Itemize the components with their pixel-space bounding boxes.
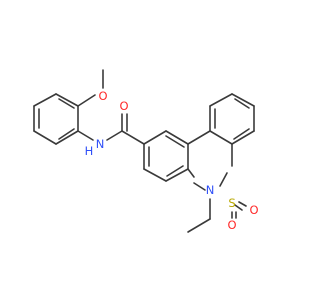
atom-labels: O O N H N S O O [85, 89, 259, 232]
bond [187, 130, 211, 145]
amide-nitrogen-label: N [96, 137, 105, 151]
bond [165, 130, 189, 145]
bond [58, 98, 75, 109]
bond [187, 218, 211, 233]
molecule-structure: O O N H N S O O [0, 0, 300, 300]
bond [187, 168, 195, 178]
bond [233, 128, 250, 140]
bond [77, 130, 94, 141]
sulfonyl-oxygen-label: O [227, 218, 236, 232]
bond [55, 130, 79, 145]
bond [193, 182, 206, 191]
bond [106, 130, 123, 141]
bond [234, 98, 250, 109]
bond [219, 172, 228, 187]
bond [166, 165, 184, 177]
bond [234, 204, 243, 211]
background [0, 0, 300, 300]
bond [238, 201, 247, 207]
bond [165, 168, 189, 182]
bond [165, 135, 185, 148]
sulfur-label: S [228, 196, 235, 210]
bond [209, 93, 233, 107]
bond [77, 94, 96, 107]
bond [143, 168, 167, 182]
sulfonyl-oxygen-label: O [249, 203, 258, 217]
bond [55, 93, 79, 107]
ring-nitrogen-label: N [206, 183, 215, 197]
carbonyl-oxygen-label: O [119, 99, 128, 113]
bond [209, 130, 233, 145]
bond [231, 130, 255, 145]
methoxy-oxygen-label: O [98, 89, 107, 103]
bonds [33, 69, 255, 233]
bond [33, 93, 57, 107]
bond [231, 93, 255, 107]
bond [121, 130, 145, 145]
bond [143, 130, 167, 145]
amide-hydrogen-label: H [85, 144, 94, 158]
bond [33, 130, 57, 145]
bond [58, 128, 75, 140]
